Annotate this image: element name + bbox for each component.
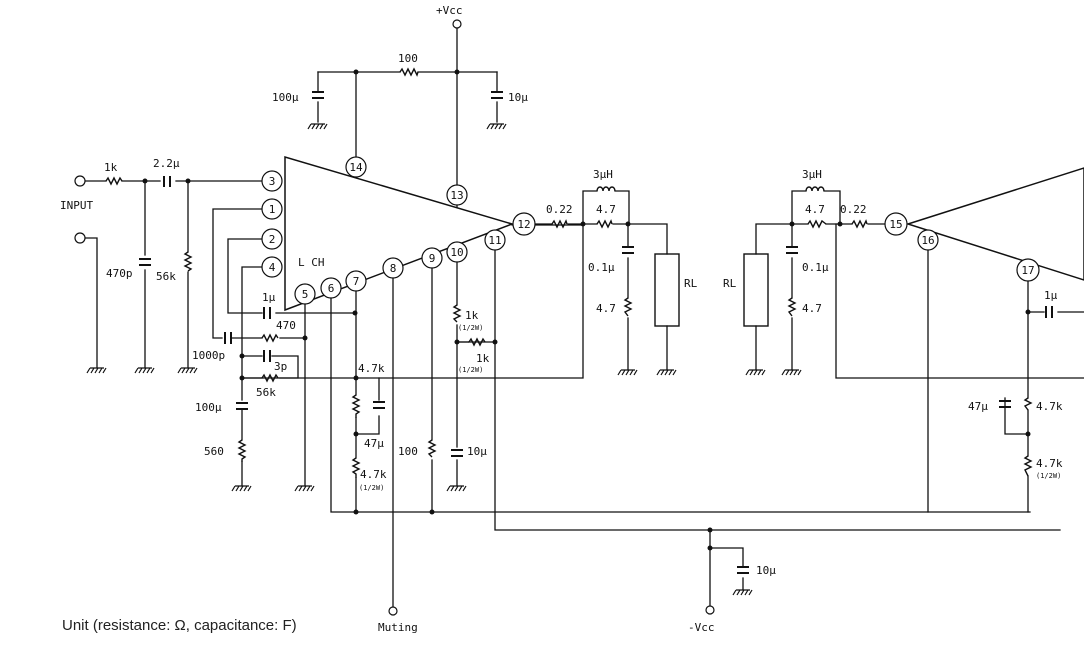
pin-9: 9 <box>421 247 443 269</box>
pin-16: 16 <box>917 229 939 251</box>
label-components-r_4k7_r_a: 4.7k <box>1036 400 1063 413</box>
label-pins-8: 9 <box>429 252 436 265</box>
label-components-c_10u_bottom: 10µ <box>756 564 776 577</box>
pin-5: 5 <box>294 283 316 305</box>
label-components-r_470: 470 <box>276 319 296 332</box>
label-components-c_1000p: 1000p <box>192 349 225 362</box>
vcc-neg-label: -Vcc <box>688 621 715 634</box>
label-components-r_56k_fb: 56k <box>256 386 276 399</box>
label-pins-13: 14 <box>349 161 363 174</box>
label-components-r_47_l_b: 4.7 <box>596 302 616 315</box>
pin-11: 11 <box>484 229 506 251</box>
label-components-r_47_r: 4.7 <box>805 203 825 216</box>
junction-dots <box>142 69 1031 551</box>
amplifier-left-channel <box>284 155 515 312</box>
label-components-c_470p: 470p <box>106 267 133 280</box>
label-components-c_in: 2.2µ <box>153 157 180 170</box>
label-components-rating_half_w: (1/2W) <box>1036 472 1061 480</box>
unit-note: Unit (resistance: Ω, capacitance: F) <box>62 617 297 634</box>
label-pins-0: 1 <box>269 203 276 216</box>
label-components-r_022_r: 0.22 <box>840 203 867 216</box>
label-pins-9: 10 <box>450 246 463 259</box>
labels: +Vcc INPUT Muting -Vcc L CH 100 100µ 10µ… <box>60 4 1063 634</box>
label-components-c_01_r: 0.1µ <box>802 261 829 274</box>
pin-1: 1 <box>261 198 283 220</box>
label-components-r_560: 560 <box>204 445 224 458</box>
label-components-l_3uh_r: 3µH <box>802 168 822 181</box>
label-components-r_in: 1k <box>104 161 118 174</box>
label-components-rating_half_w: (1/2W) <box>458 324 483 332</box>
label-components-rating_half_w: (1/2W) <box>458 366 483 374</box>
pin-14: 14 <box>345 156 367 178</box>
label-components-r_100_mid: 100 <box>398 445 418 458</box>
load-resistor-right <box>743 253 769 327</box>
label-components-r_56k_in: 56k <box>156 270 176 283</box>
label-components-c_47u_a: 47µ <box>364 437 384 450</box>
label-pins-16: 17 <box>1021 264 1034 277</box>
pin-15: 15 <box>884 212 908 236</box>
label-pins-5: 6 <box>328 282 335 295</box>
load-label-left: RL <box>684 277 698 290</box>
capacitors <box>139 91 1053 574</box>
label-components-r_4k7_b: 4.7k <box>360 468 387 481</box>
label-pins-10: 11 <box>488 234 501 247</box>
label-components-c_1u: 1µ <box>262 291 276 304</box>
label-pins-3: 4 <box>269 261 276 274</box>
label-components-c_100u: 100µ <box>195 401 222 414</box>
label-components-c_3p: 3p <box>274 360 287 373</box>
label-pins-15: 16 <box>921 234 934 247</box>
amplifier-right-channel <box>905 167 1084 281</box>
pin-4: 4 <box>261 256 283 278</box>
load-resistor-left <box>654 253 680 327</box>
label-components-l_3uh_l: 3µH <box>593 168 613 181</box>
pin-10: 10 <box>446 241 468 263</box>
label-pins-11: 12 <box>517 218 530 231</box>
label-components-r_4k7_r_b: 4.7k <box>1036 457 1063 470</box>
label-components-r_022_l: 0.22 <box>546 203 573 216</box>
inductors <box>596 186 825 192</box>
label-components-c_top_right: 10µ <box>508 91 528 104</box>
pin-12: 12 <box>512 212 536 236</box>
label-pins-7: 8 <box>390 262 397 275</box>
pin-17: 17 <box>1016 258 1040 282</box>
input-label: INPUT <box>60 199 93 212</box>
label-components-c_top_left: 100µ <box>272 91 299 104</box>
channel-label: L CH <box>298 256 325 269</box>
label-pins-2: 3 <box>269 175 276 188</box>
terminals <box>74 19 715 616</box>
vcc-pos-label: +Vcc <box>436 4 463 17</box>
label-components-rating_half_w: (1/2W) <box>359 484 384 492</box>
label-components-c_47u_r: 47µ <box>968 400 988 413</box>
label-pins-14: 15 <box>889 218 902 231</box>
ic-pins: 3 1 2 4 5 6 7 8 9 10 11 12 13 14 15 16 1… <box>261 156 1040 305</box>
label-components-r_1k_b: 1k <box>476 352 490 365</box>
label-components-r_1k_a: 1k <box>465 309 479 322</box>
label-pins-4: 5 <box>302 288 309 301</box>
label-components-c_1u_r: 1µ <box>1044 289 1058 302</box>
label-components-r_top: 100 <box>398 52 418 65</box>
label-components-r_47_r_b: 4.7 <box>802 302 822 315</box>
label-components-r_47_l: 4.7 <box>596 203 616 216</box>
muting-label: Muting <box>378 621 418 634</box>
label-pins-12: 13 <box>450 189 463 202</box>
pin-2: 2 <box>261 228 283 250</box>
pin-7: 7 <box>345 270 367 292</box>
pin-6: 6 <box>320 277 342 299</box>
wiring <box>84 26 1084 609</box>
load-label-right: RL <box>723 277 737 290</box>
label-components-c_10u_mid: 10µ <box>467 445 487 458</box>
label-components-r_4k7_a: 4.7k <box>358 362 385 375</box>
pin-13: 13 <box>446 184 468 206</box>
pin-3: 3 <box>261 170 283 192</box>
resistors <box>105 67 1033 478</box>
label-pins-6: 7 <box>353 275 360 288</box>
label-components-c_01_l: 0.1µ <box>588 261 615 274</box>
pin-8: 8 <box>382 257 404 279</box>
label-pins-1: 2 <box>269 233 276 246</box>
